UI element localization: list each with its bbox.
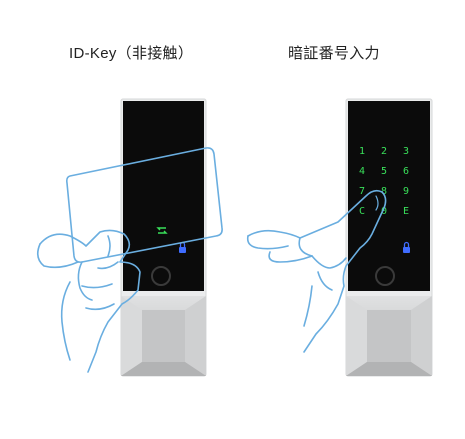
title-pin-entry: 暗証番号入力	[288, 45, 380, 62]
key-4[interactable]: 4	[359, 166, 365, 177]
key-clear[interactable]: C	[359, 206, 365, 217]
key-2[interactable]: 2	[381, 146, 387, 157]
fingerprint-sensor	[151, 266, 171, 286]
title-id-key: ID-Key（非接触）	[69, 45, 194, 62]
key-0[interactable]: 0	[381, 206, 387, 217]
key-7[interactable]: 7	[359, 186, 365, 197]
key-9[interactable]: 9	[403, 186, 409, 197]
fingerprint-sensor	[375, 266, 395, 286]
id-card-outline	[66, 147, 223, 263]
keypad: 1 2 3 4 5 6 7 8 9 C 0 E	[359, 146, 409, 217]
key-6[interactable]: 6	[403, 166, 409, 177]
lock-screen-left	[123, 101, 204, 291]
key-5[interactable]: 5	[381, 166, 387, 177]
card-reader-icon	[156, 227, 168, 234]
id-card-hand	[36, 147, 223, 373]
key-1[interactable]: 1	[359, 146, 365, 157]
key-8[interactable]: 8	[381, 186, 387, 197]
key-enter[interactable]: E	[403, 206, 409, 217]
pointing-hand	[246, 189, 387, 353]
lock-icon	[403, 241, 410, 253]
smart-lock-left	[120, 98, 207, 377]
key-3[interactable]: 3	[403, 146, 409, 157]
lock-screen-right	[348, 101, 430, 291]
smart-lock-right: 1 2 3 4 5 6 7 8 9 C 0 E	[345, 98, 433, 377]
